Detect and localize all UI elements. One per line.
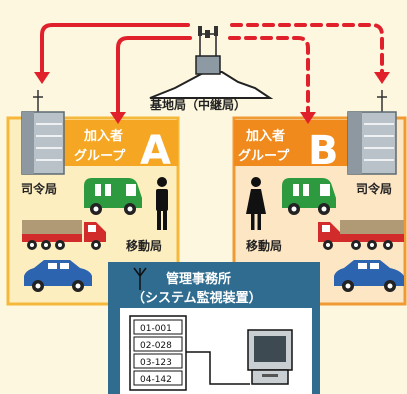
- arrow-dashed-b-command: [230, 23, 384, 74]
- group-a-command-label: 司令局: [21, 181, 57, 196]
- group-b-command-label: 司令局: [356, 181, 392, 196]
- group-b-letter: B: [308, 128, 339, 174]
- arrowhead-a-mobile: [110, 112, 126, 124]
- van-icon-b: [282, 178, 336, 215]
- arrow-dashed-b-mobile: [228, 36, 310, 114]
- car-icon-b: [334, 260, 404, 292]
- car-icon-a: [24, 260, 92, 292]
- monitor-icon: [247, 329, 293, 385]
- base-station-label: 基地局（中継局）: [149, 97, 246, 112]
- arrows: [40, 23, 384, 114]
- group-b-line1: 加入者: [245, 128, 285, 144]
- arrowhead-b-command: [374, 72, 390, 84]
- id-row-2: 02-028: [140, 341, 172, 351]
- arrowhead-a-command: [34, 72, 50, 84]
- group-a-line2: グループ: [74, 148, 126, 164]
- management-office: 管理事務所 （システム監視装置） 01-001 02-028 03-123 04…: [108, 262, 320, 394]
- group-b-line2: グループ: [238, 148, 290, 164]
- arrow-solid-a-mobile: [116, 36, 192, 114]
- group-a-mobile-label: 移動局: [126, 238, 162, 253]
- building-a-icon: [21, 90, 65, 175]
- van-icon-a: [84, 178, 142, 215]
- base-station: [149, 26, 274, 99]
- truck-icon-a: [22, 220, 106, 250]
- group-a-letter: A: [140, 128, 171, 174]
- management-subtitle: （システム監視装置）: [132, 290, 262, 306]
- antenna-icon: [133, 267, 147, 290]
- building-b-icon: [347, 90, 397, 175]
- id-list: 01-001 02-028 03-123 04-142: [129, 315, 187, 391]
- person-icon-a: [156, 177, 168, 230]
- id-row-4: 04-142: [140, 375, 172, 385]
- management-title: 管理事務所: [166, 271, 231, 287]
- truck-icon-b: [318, 220, 404, 250]
- id-row-1: 01-001: [140, 324, 172, 334]
- arrowhead-b-mobile: [300, 112, 316, 124]
- person-icon-b: [246, 177, 266, 230]
- group-a-line1: 加入者: [83, 128, 123, 144]
- arrow-solid-a-command: [40, 23, 190, 74]
- id-row-3: 03-123: [140, 358, 172, 368]
- group-b-mobile-label: 移動局: [246, 238, 282, 253]
